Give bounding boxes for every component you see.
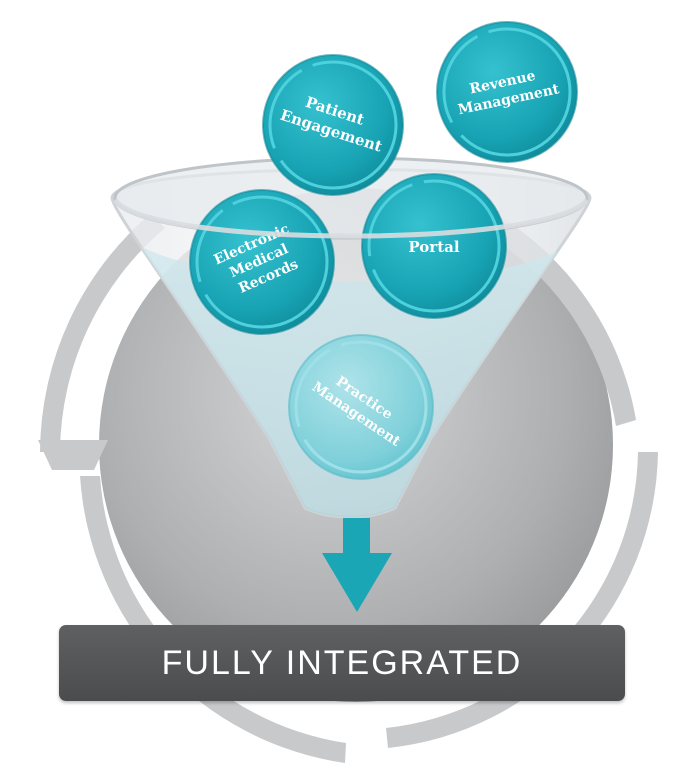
banner-label: FULLY INTEGRATED — [161, 643, 523, 682]
arrow-down-icon — [322, 518, 392, 612]
cycle-arc-lower-left — [80, 476, 346, 763]
bubble-label-line: Portal — [408, 238, 459, 256]
fully-integrated-banner: FULLY INTEGRATED — [59, 625, 625, 701]
bubble-portal: Portal — [361, 173, 507, 319]
bubble-revenue-management: Revenue Management — [436, 21, 578, 163]
bubble-practice-management: Practice Management — [288, 334, 434, 480]
bubble-electronic-medical-records: Electronic Medical Records — [189, 189, 335, 335]
svg-text:Portal: Portal — [408, 238, 459, 256]
cycle-notch-left — [38, 440, 108, 470]
funnel-rim-front — [112, 198, 589, 239]
bubble-patient-engagement: Patient Engagement — [262, 54, 404, 196]
